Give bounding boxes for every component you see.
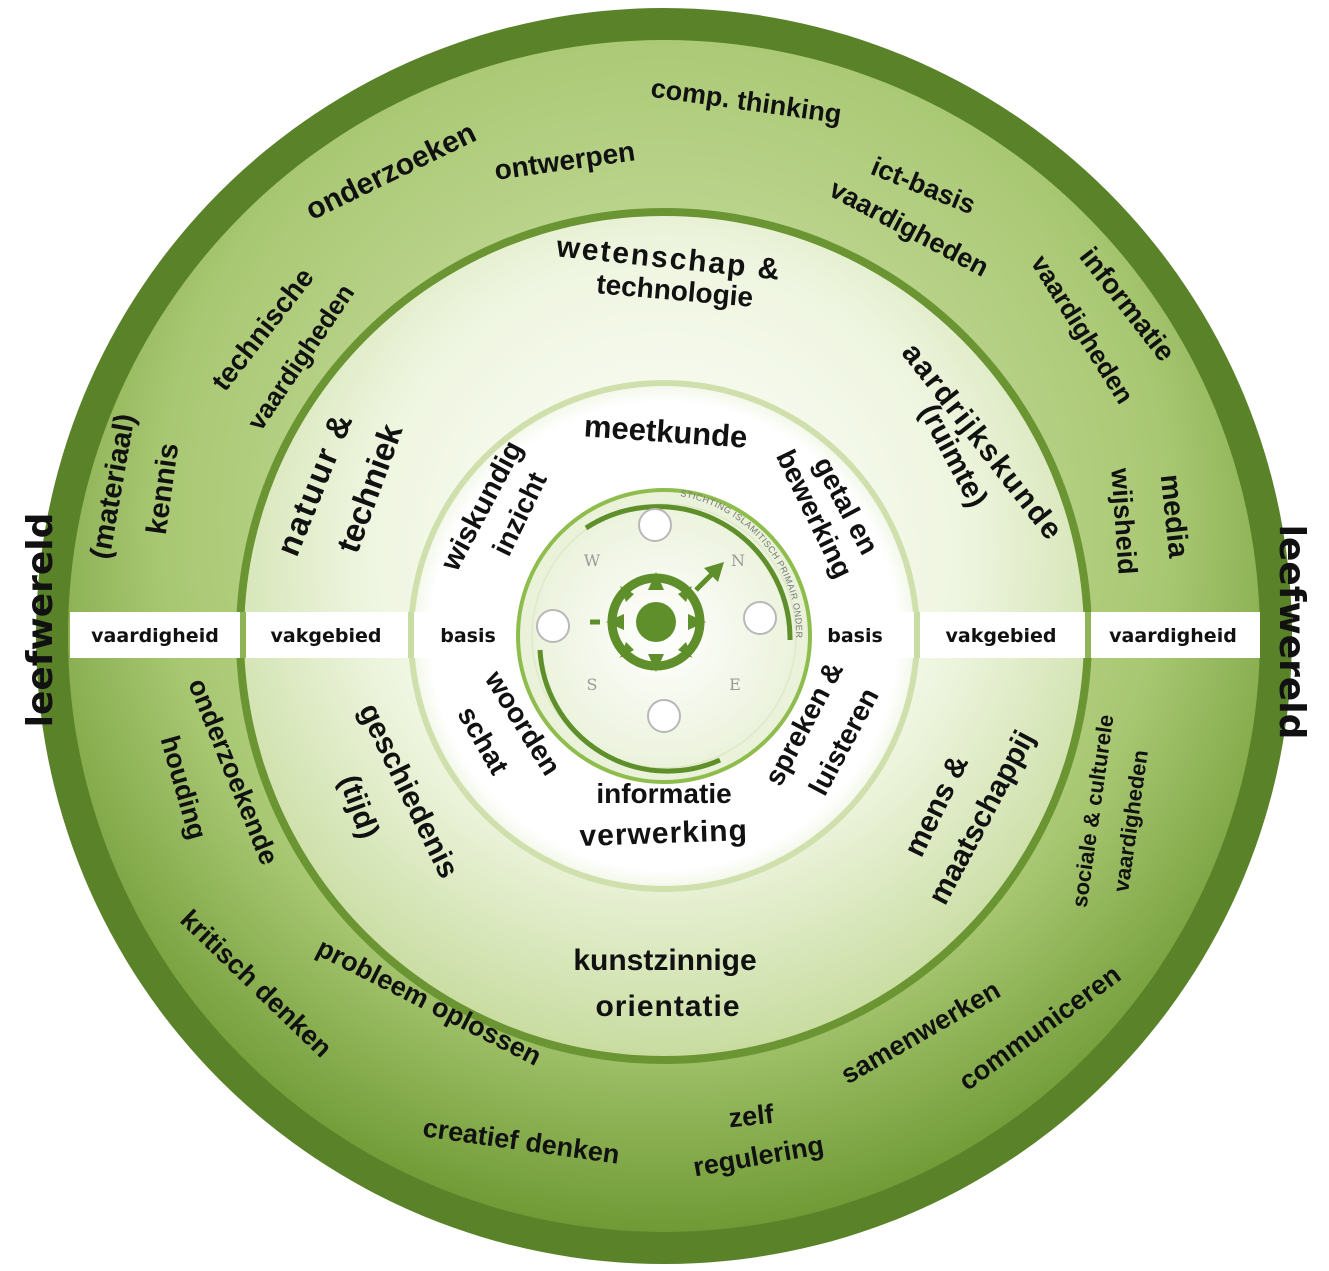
band-gap <box>408 612 414 658</box>
middle-kunst-line1: kunstzinnige <box>573 944 756 977</box>
outer-media-line2: wijsheid <box>1105 466 1142 575</box>
compass-e-label: E <box>729 675 741 694</box>
edge-label-left: leefwereld <box>20 513 61 728</box>
band-gap <box>914 612 920 658</box>
band-gap <box>1085 612 1091 658</box>
band-left-vaardigheid: vaardigheid <box>91 625 219 647</box>
band-left-basis: basis <box>440 625 496 647</box>
middle-kunst-line2: orientatie <box>595 990 740 1023</box>
compass-icon <box>590 562 724 672</box>
edge-label-right: leefwereld <box>1271 525 1312 740</box>
band-right-basis: basis <box>827 625 883 647</box>
band-right-vaardigheid: vaardigheid <box>1109 625 1237 647</box>
inner-informatie-line1: informatie <box>596 778 731 809</box>
band-right-vakgebied: vakgebied <box>946 625 1057 647</box>
outer-zelf-line1: zelf <box>727 1099 776 1134</box>
compass-n-label: N <box>731 551 745 570</box>
compass-w-label: W <box>584 551 601 570</box>
band-gap <box>240 612 246 658</box>
inner-informatie-line2: verwerking <box>579 814 748 853</box>
compass-s-label: S <box>587 675 598 694</box>
band-left-vakgebied: vakgebied <box>271 625 382 647</box>
